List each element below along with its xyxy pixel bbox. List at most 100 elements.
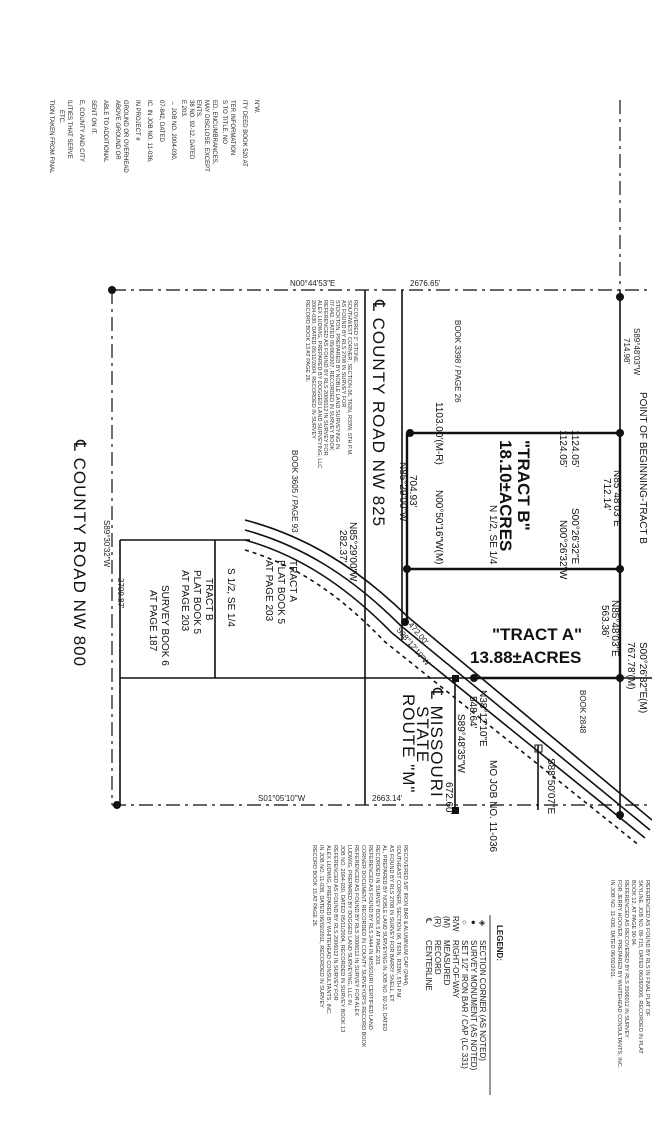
- bearing-label: N85°29'00"W: [397, 462, 408, 522]
- legend-label: MEASURED: [442, 940, 451, 986]
- bearing-label: 563.36': [599, 605, 610, 638]
- bearing-label: 282.37': [337, 530, 348, 563]
- bearing-label: 767.78'(M): [625, 642, 636, 690]
- plat-label: TRACT A: [287, 560, 298, 602]
- note-line: REFERENCED AS FOUND BY RLS 2006012 IN SU…: [322, 300, 328, 456]
- legend-symbol: R/W: [451, 916, 460, 932]
- note-line: ENTS.: [195, 100, 201, 118]
- set-bar-icon: [452, 675, 459, 682]
- bearing-label: 704.93': [407, 475, 418, 508]
- note-line: ETC.: [58, 110, 64, 124]
- legend-label: SURVEY MONUMENT (AS NOTED): [469, 940, 478, 1071]
- iron-bar-icon: ○: [460, 920, 469, 925]
- note-line: ABOVE GROUND OR: [114, 100, 120, 160]
- bearing-label: N85°48'03"E: [611, 470, 622, 527]
- road-label-nw800: ℄ COUNTY ROAD NW 800: [70, 439, 89, 667]
- book-label: BOOK 3398 / PAGE 26: [453, 320, 462, 403]
- legend-title: LEGEND:: [495, 925, 504, 961]
- monument-icon: [616, 674, 624, 682]
- note-line: FOR JERRY HOOVER, PREPARED BY WHITEHEAD …: [616, 880, 622, 1069]
- note-line: GROUND OR OVERHEAD: [122, 100, 128, 173]
- corner-notes-center: RECOVERED 1" STONE, SOUTHWEST CORNER, SE…: [304, 300, 358, 468]
- section-corner-icon: ◈: [478, 920, 487, 927]
- bearing-label: S89°30'32"W: [102, 520, 111, 568]
- tract-a-name: "TRACT A": [492, 625, 582, 644]
- note-line: SOUTHEAST CORNER, SECTION 06, T63N, R33W…: [395, 845, 401, 1000]
- bearing-label: 2676.65': [410, 279, 441, 288]
- note-line: ALEX LUDWIG, PREPARED BY DOGGED LAND SUR…: [316, 300, 322, 468]
- tract-a-acres: 13.88±ACRES: [470, 648, 581, 667]
- tract-b-name: "TRACT B": [514, 440, 533, 531]
- note-line: ED, ENCUMBRANCES,: [211, 100, 217, 165]
- bearing-label: S88°50'07"E: [545, 758, 556, 814]
- road-label-route-m-2: STATE: [413, 706, 432, 763]
- note-line: TER INFORMATION: [229, 100, 235, 155]
- bearing-label: 1103.00'(M-R): [433, 402, 444, 465]
- highway-row-1: [244, 529, 651, 831]
- road-label-nw825: ℄ COUNTY ROAD NW 825: [369, 299, 388, 527]
- plat-labels: TRACT A PLAT BOOK 5 AT PAGE 203 TRACT B …: [147, 560, 298, 666]
- plat-label: AT PAGE 187: [147, 590, 158, 652]
- note-line: TION TAKEN FROM FINAL: [48, 100, 54, 174]
- note-line: ILITIES THAT SERVE: [66, 100, 72, 159]
- note-line: RECORD BOOK 15 AT PAGE 26.: [311, 845, 317, 928]
- monuments: [108, 286, 624, 819]
- note-line: AS FOUND BY RLS 2708 IN SURVEY FOR: [340, 300, 346, 407]
- plat-label: SURVEY BOOK 6: [159, 585, 170, 666]
- note-line: IN JOB NO. 11-036, DATED 06/02/2011.: [609, 880, 615, 979]
- plat-label: PLAT BOOK 5: [275, 560, 286, 625]
- note-line: 2004-030, DATED 05/11/2004, RECORDED IN …: [310, 300, 316, 439]
- bearing-label: S89°48'03"W: [632, 328, 641, 376]
- monument-icon: [403, 565, 411, 573]
- bearing-label: S00°26'32"E: [569, 508, 580, 564]
- bearing-label: N00°50'16"W(M): [433, 490, 444, 564]
- note-line: STOCKTON, PREPARED BY NOBLE LAND SURVEYI…: [334, 300, 340, 449]
- note-line: BOOK 12, AT PAGE 90-94.: [630, 880, 636, 947]
- note-line: AL, PREPARED BY NOBLE LAND SURVEYING IN …: [381, 845, 387, 1031]
- monument-icon: [470, 674, 478, 682]
- note-line: → JOB NO. 2004-030,: [170, 100, 176, 161]
- note-line: IN JOB NO. 11-036, DATED 06/02/2011, REC…: [318, 845, 324, 1008]
- note-line: CORNER DOCUMENT, RECORDED IN COUNTY SURV…: [360, 845, 366, 1048]
- legend-label: CENTERLINE: [424, 940, 433, 991]
- note-line: ALEX LUDWIG, PREPARED BY WHITEHEAD CONSU…: [325, 845, 331, 1015]
- bearing-label: 1124.05': [569, 430, 580, 467]
- highway-row-2: [244, 539, 646, 839]
- set-bar-icon: [534, 744, 543, 753]
- legend: LEGEND: ◈ SECTION CORNER (AS NOTED) ● SU…: [424, 915, 504, 1095]
- bearing-label: N85°48'03"E: [609, 600, 620, 657]
- note-line: SOUTHWEST CORNER, SECTION 06, T63N, R33W…: [346, 300, 352, 456]
- note-line: MAY DISCLOSE. EXCEPT: [203, 100, 209, 172]
- legend-label: RECORD: [433, 940, 442, 975]
- note-line: RECOVERED 5/8" IRON BAR & ALUMINUM CAP (…: [402, 845, 408, 987]
- note-line: SKYLINE, JOB NO. 09-715, DATED 06/28/200…: [637, 880, 643, 1054]
- note-line: SENT ON IT.: [90, 100, 96, 135]
- bearing-label: N38°12'10"E: [477, 690, 488, 747]
- bearing-label: 672.60': [443, 782, 454, 815]
- bearing-label: 2709.87': [116, 578, 125, 609]
- corner-notes-bottom: RECOVERED 5/8" IRON BAR & ALUMINUM CAP (…: [311, 845, 408, 1048]
- road-label-route-m-1: ℄ MISSOURI: [427, 687, 446, 798]
- monument-icon: [406, 429, 414, 437]
- note-line: ITY DEED BOOK 520 AT: [241, 100, 247, 167]
- book-label: BOOK 3605 / PAGE 93: [290, 450, 299, 533]
- note-line: E, COUNTY AND CITY: [78, 100, 84, 162]
- plat-label: TRACT B: [203, 578, 214, 621]
- note-line: E 203.: [180, 100, 186, 118]
- bearing-label: S00°26'32"E(M): [637, 642, 648, 713]
- monument-icon: [616, 565, 624, 573]
- note-line: AS FOUND BY RLS 2708 IN SURVEY FOR BARRY…: [388, 845, 394, 1002]
- section-corner-icon: [616, 293, 624, 301]
- bearing-label: 548.64': [467, 696, 478, 729]
- note-line: JOB NO. 2004-030, DATED 05/11/2004, RECO…: [339, 845, 345, 1032]
- highway-row-4: [244, 519, 652, 821]
- general-notes: 38 NO. 92-12, DATED E 203. → JOB NO. 200…: [48, 100, 259, 174]
- legend-label: SET 1/2" IRON BAR / CAP (LC 331): [460, 940, 469, 1069]
- bearing-label: N85°29'00"W: [347, 522, 358, 582]
- centerline-icon: ℄: [424, 917, 433, 924]
- bearing-label: MO JOB NO. 11-036: [487, 760, 498, 853]
- note-line: N"W.: [253, 100, 259, 114]
- bearing-label: 1124.05': [557, 430, 568, 467]
- section-corner-icon: [616, 811, 624, 819]
